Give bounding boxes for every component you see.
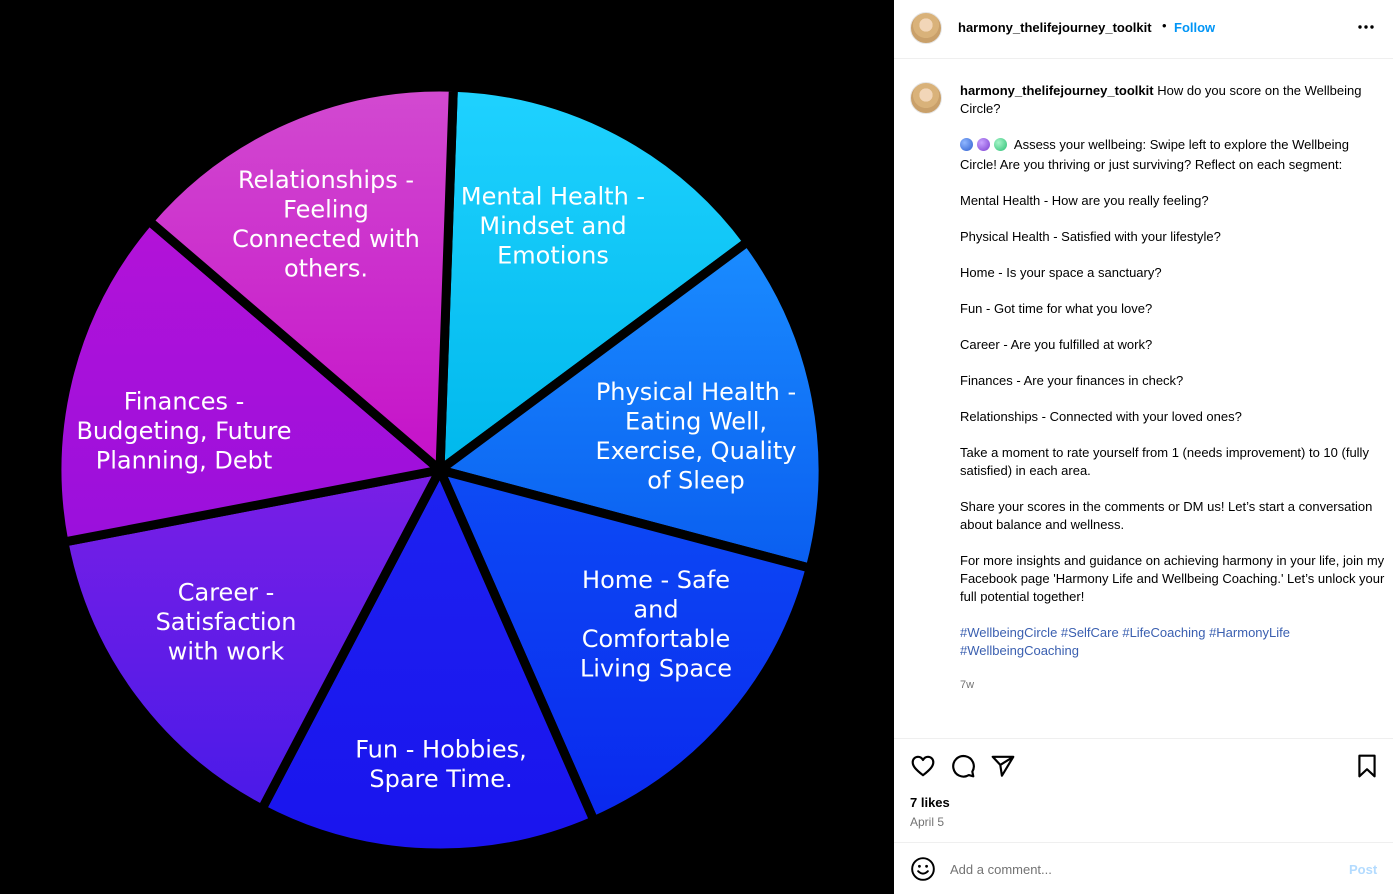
wheel-label-line: Eating Well, xyxy=(625,407,767,435)
caption-line: Relationships - Connected with your love… xyxy=(960,409,1242,424)
comment-input[interactable] xyxy=(950,858,1320,880)
wheel-label-line: Exercise, Quality xyxy=(596,437,797,465)
wheel-label-line: Relationships - xyxy=(238,166,414,194)
wheel-label-line: Emotions xyxy=(497,242,609,270)
caption-line: Home - Is your space a sanctuary? xyxy=(960,265,1162,280)
wheel-segment xyxy=(435,82,753,475)
wheel-label-line: Spare Time. xyxy=(369,765,512,793)
caption-line: Physical Health - Satisfied with your li… xyxy=(960,229,1221,244)
caption-line: Mental Health - How are you really feeli… xyxy=(960,193,1209,208)
separator-dot: • xyxy=(1162,18,1167,33)
wheel-label-line: of Sleep xyxy=(647,466,744,494)
wheel-label-line: Mindset and xyxy=(479,212,626,240)
wheel-label-line: Finances - xyxy=(124,388,245,416)
wheel-label-line: Fun - Hobbies, xyxy=(355,735,527,763)
more-horizontal-icon[interactable] xyxy=(1356,14,1376,40)
caption-intro-text: Assess your wellbeing: Swipe left to exp… xyxy=(960,137,1349,172)
wheel-label-line: Budgeting, Future xyxy=(76,417,291,445)
wheel-label-line: Mental Health - xyxy=(461,183,645,211)
follow-button[interactable]: Follow xyxy=(1174,20,1216,35)
post-comment-button[interactable]: Post xyxy=(1349,862,1378,877)
caption-username[interactable]: harmony_thelifejourney_toolkit xyxy=(960,83,1154,98)
wheel-label-line: Home - Safe xyxy=(582,566,730,594)
wheel-label-line: Living Space xyxy=(580,654,732,682)
wheel-label-line: Career - xyxy=(178,579,275,607)
post-sidebar: harmony_thelifejourney_toolkit • Follow … xyxy=(894,0,1393,894)
wheel-label-line: Feeling xyxy=(283,195,369,223)
post-date[interactable]: April 5 xyxy=(910,815,945,829)
hashtags[interactable]: #WellbeingCircle #SelfCare #LifeCoaching… xyxy=(960,625,1290,658)
post-actions: 7 likes April 5 xyxy=(894,738,1393,843)
wheel-segment xyxy=(257,465,599,858)
wheel-label-line: Satisfaction xyxy=(156,608,297,636)
header-username[interactable]: harmony_thelifejourney_toolkit xyxy=(958,20,1152,35)
caption-line: Take a moment to rate yourself from 1 (n… xyxy=(960,445,1369,478)
wheel-segment xyxy=(52,216,445,547)
wheel-segment xyxy=(435,237,828,573)
blue-dot-icon xyxy=(960,138,973,151)
comment-icon[interactable] xyxy=(950,753,976,784)
post-header: harmony_thelifejourney_toolkit • Follow xyxy=(894,0,1393,59)
caption-lead-text: How do you score on the Wellbeing Circle… xyxy=(960,83,1362,116)
caption-line: For more insights and guidance on achiev… xyxy=(960,553,1385,604)
emoji-dots xyxy=(960,138,1011,156)
wheel-segment-label: Fun - Hobbies,Spare Time. xyxy=(355,735,527,793)
caption-line: Share your scores in the comments or DM … xyxy=(960,499,1373,532)
caption-line: Finances - Are your finances in check? xyxy=(960,373,1184,388)
wheel-label-line: Connected with xyxy=(232,225,420,253)
caption-lead: harmony_thelifejourney_toolkit How do yo… xyxy=(960,82,1386,118)
caption-intro: Assess your wellbeing: Swipe left to exp… xyxy=(960,136,1386,174)
wheel-segment xyxy=(59,465,445,814)
green-dot-icon xyxy=(994,138,1007,151)
caption-line: Career - Are you fulfilled at work? xyxy=(960,337,1153,352)
wheel-segment xyxy=(144,82,458,475)
wheel-segment-label: Physical Health -Eating Well,Exercise, Q… xyxy=(596,378,797,495)
wheel-label-line: Planning, Debt xyxy=(96,447,273,475)
emoji-icon[interactable] xyxy=(910,856,936,887)
wheel-label-line: others. xyxy=(284,254,368,282)
caption-line: Fun - Got time for what you love? xyxy=(960,301,1153,316)
caption-avatar[interactable] xyxy=(910,82,942,114)
wheel-segment xyxy=(435,465,815,826)
avatar[interactable] xyxy=(910,12,942,44)
heart-icon[interactable] xyxy=(910,753,936,784)
wheel-label-line: and xyxy=(633,595,678,623)
likes-count[interactable]: 7 likes xyxy=(910,795,950,810)
wheel-label-line: with work xyxy=(168,638,285,666)
purple-dot-icon xyxy=(977,138,990,151)
wheel-label-line: Comfortable xyxy=(582,625,731,653)
caption-time-ago[interactable]: 7w xyxy=(960,679,975,691)
wheel-label-line: Physical Health - xyxy=(596,378,796,406)
comment-bar: Post xyxy=(894,842,1393,895)
share-icon[interactable] xyxy=(990,753,1016,784)
bookmark-icon[interactable] xyxy=(1354,753,1380,784)
